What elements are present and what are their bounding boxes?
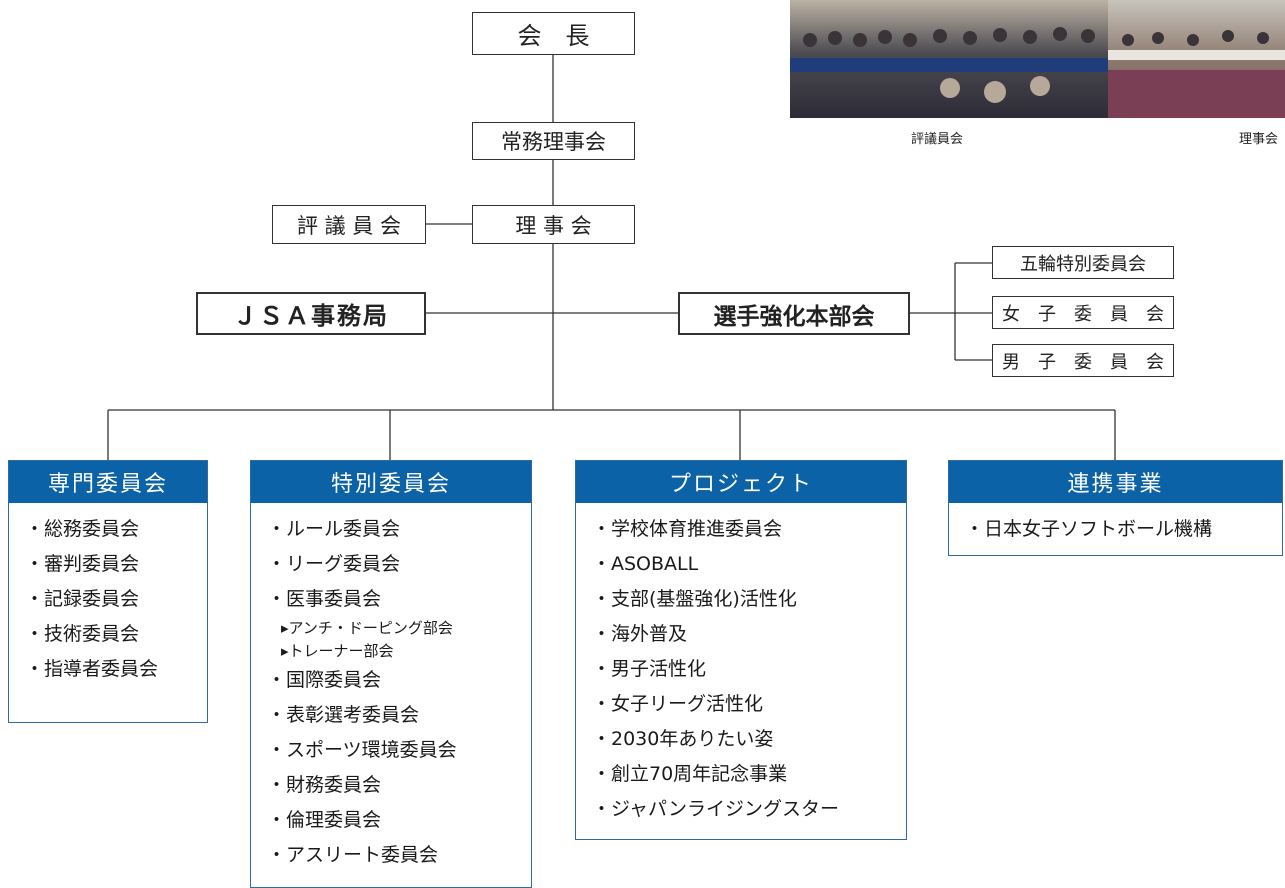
specialist-committees-panel: 専門委員会 ・総務委員会 ・審判委員会 ・記録委員会 ・技術委員会 ・指導者委員… bbox=[8, 460, 208, 723]
list-item: ・ジャパンライジングスター bbox=[592, 798, 840, 820]
list-item: ・男子活性化 bbox=[592, 658, 707, 680]
men-committee-box: 男 子 委 員 会 bbox=[992, 344, 1174, 377]
board-box: 理 事 会 bbox=[472, 205, 635, 244]
list-item: ・財務委員会 bbox=[267, 774, 382, 796]
partnership-list: ・日本女子ソフトボール機構 bbox=[949, 503, 1282, 547]
project-title: プロジェクト bbox=[576, 461, 906, 503]
partnership-panel: 連携事業 ・日本女子ソフトボール機構 bbox=[948, 460, 1283, 556]
list-item: ・2030年ありたい姿 bbox=[592, 728, 774, 750]
special-committees-panel: 特別委員会 ・ルール委員会 ・リーグ委員会 ・医事委員会 ▸アンチ・ドーピング部… bbox=[250, 460, 532, 888]
olympic-committee-label: 五輪特別委員会 bbox=[1020, 253, 1146, 275]
list-item: ・創立70周年記念事業 bbox=[592, 763, 788, 785]
list-item: ・学校体育推進委員会 bbox=[592, 518, 783, 540]
secretariat-label: ＪＳＡ事務局 bbox=[233, 302, 389, 330]
list-subitem: ▸アンチ・ドーピング部会 bbox=[281, 619, 453, 637]
specialist-committees-title: 専門委員会 bbox=[9, 461, 207, 503]
list-item: ・リーグ委員会 bbox=[267, 553, 401, 575]
list-item: ・指導者委員会 bbox=[25, 658, 159, 680]
chairman-box: 会 長 bbox=[472, 12, 635, 55]
project-panel: プロジェクト ・学校体育推進委員会 ・ASOBALL ・支部(基盤強化)活性化 … bbox=[575, 460, 907, 840]
list-item: ・記録委員会 bbox=[25, 588, 140, 610]
special-committees-title: 特別委員会 bbox=[251, 461, 531, 503]
list-item: ・医事委員会 bbox=[267, 588, 382, 610]
partnership-title: 連携事業 bbox=[949, 461, 1282, 503]
list-item: ・支部(基盤強化)活性化 bbox=[592, 588, 797, 610]
list-subitem: ▸トレーナー部会 bbox=[281, 642, 394, 660]
specialist-committees-list: ・総務委員会 ・審判委員会 ・記録委員会 ・技術委員会 ・指導者委員会 bbox=[9, 503, 207, 687]
list-item: ・スポーツ環境委員会 bbox=[267, 739, 457, 761]
secretariat-box: ＪＳＡ事務局 bbox=[196, 292, 426, 335]
board-label: 理 事 会 bbox=[515, 213, 592, 238]
list-item: ・ルール委員会 bbox=[267, 518, 401, 540]
list-item: ・表彰選考委員会 bbox=[267, 704, 420, 726]
project-list: ・学校体育推進委員会 ・ASOBALL ・支部(基盤強化)活性化 ・海外普及 ・… bbox=[576, 503, 906, 827]
list-item: ・海外普及 bbox=[592, 623, 688, 645]
councilors-box: 評 議 員 会 bbox=[272, 205, 426, 244]
special-committees-list: ・ルール委員会 ・リーグ委員会 ・医事委員会 ▸アンチ・ドーピング部会 ▸トレー… bbox=[251, 503, 531, 873]
list-item: ・日本女子ソフトボール機構 bbox=[965, 518, 1213, 540]
list-item: ・技術委員会 bbox=[25, 623, 140, 645]
men-committee-label: 男 子 委 員 会 bbox=[1002, 351, 1164, 373]
councilors-label: 評 議 員 会 bbox=[296, 213, 402, 238]
councilors-meeting-photo bbox=[790, 0, 1108, 118]
player-hq-label: 選手強化本部会 bbox=[713, 303, 875, 330]
photo-caption-board: 理事会 bbox=[1239, 132, 1279, 147]
list-item: ・女子リーグ活性化 bbox=[592, 693, 764, 715]
list-item: ・国際委員会 bbox=[267, 669, 382, 691]
executive-board-label: 常務理事会 bbox=[501, 130, 606, 154]
list-item: ・倫理委員会 bbox=[267, 809, 382, 831]
women-committee-box: 女 子 委 員 会 bbox=[992, 296, 1174, 329]
list-item: ・総務委員会 bbox=[25, 518, 140, 540]
olympic-committee-box: 五輪特別委員会 bbox=[992, 246, 1174, 279]
board-meeting-photo bbox=[1108, 0, 1285, 118]
photo-caption-councilors: 評議員会 bbox=[911, 132, 964, 147]
women-committee-label: 女 子 委 員 会 bbox=[1002, 303, 1164, 325]
list-item: ・アスリート委員会 bbox=[267, 844, 439, 866]
list-item: ・審判委員会 bbox=[25, 553, 140, 575]
player-hq-box: 選手強化本部会 bbox=[678, 292, 910, 335]
chairman-label: 会 長 bbox=[517, 22, 590, 50]
executive-board-box: 常務理事会 bbox=[472, 122, 635, 160]
list-item: ・ASOBALL bbox=[592, 553, 699, 575]
